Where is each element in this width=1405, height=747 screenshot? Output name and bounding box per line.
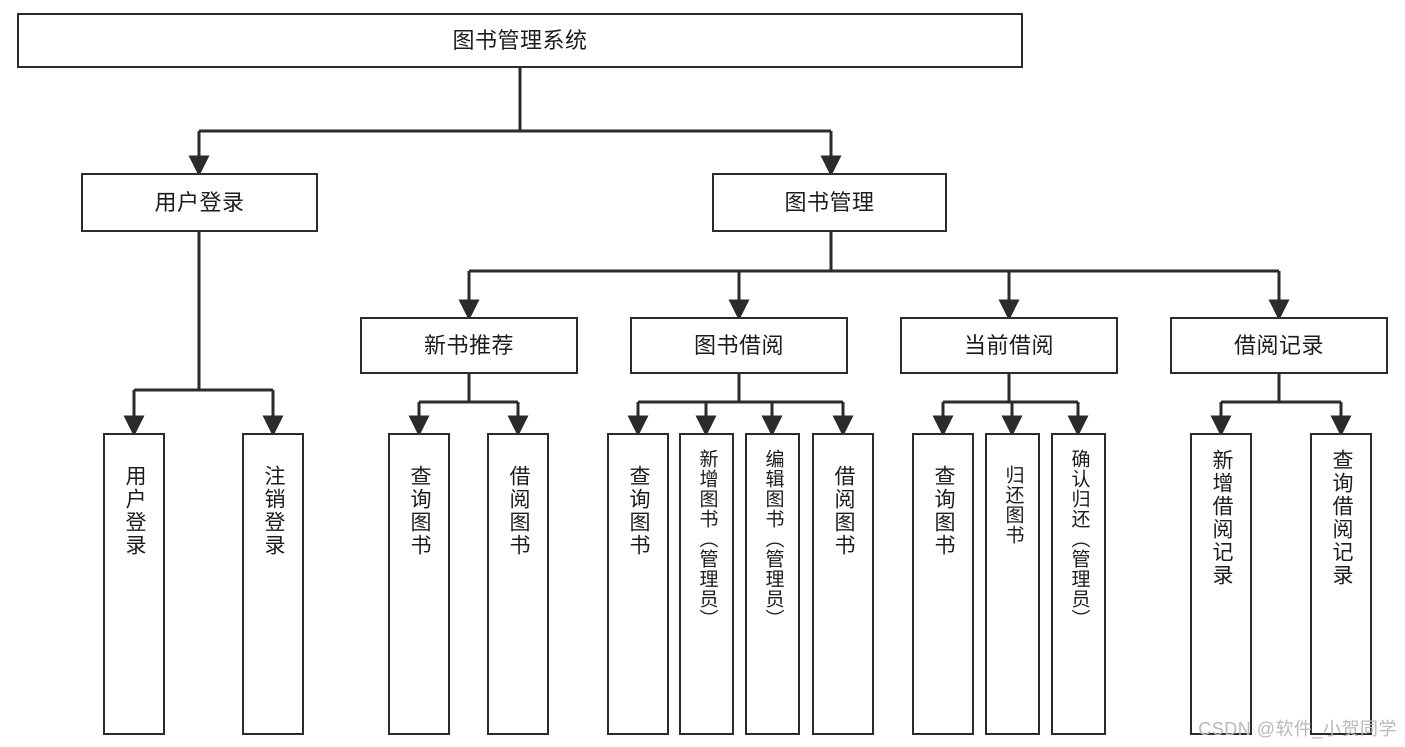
node-leaf-logout-login-label: 注销登录 [262, 465, 286, 557]
node-leaf-query-borrow-record-label: 查询借阅记录 [1330, 449, 1354, 587]
node-user-login[interactable]: 用户登录 [81, 173, 318, 232]
node-leaf-add-borrow-record[interactable]: 新增借阅记录 [1190, 433, 1252, 735]
node-new-book-recommend-label: 新书推荐 [423, 332, 514, 358]
node-leaf-query-book-current[interactable]: 查询图书 [912, 433, 974, 735]
node-leaf-borrow-book-label: 借阅图书 [832, 465, 856, 557]
node-leaf-query-book-borrow-label: 查询图书 [627, 465, 651, 557]
node-root[interactable]: 图书管理系统 [17, 13, 1023, 68]
node-leaf-borrow-book[interactable]: 借阅图书 [812, 433, 874, 735]
node-leaf-add-book[interactable]: 新增图书（管理员） [679, 433, 734, 735]
node-root-label: 图书管理系统 [452, 27, 588, 53]
node-leaf-borrow-book-recommend-label: 借阅图书 [507, 465, 531, 557]
node-leaf-return-book[interactable]: 归还图书 [985, 433, 1040, 735]
node-current-borrow[interactable]: 当前借阅 [900, 317, 1118, 374]
node-leaf-user-login[interactable]: 用户登录 [103, 433, 165, 735]
node-book-manage[interactable]: 图书管理 [712, 173, 947, 232]
node-leaf-edit-book-label: 编辑图书（管理员） [762, 449, 784, 629]
node-book-borrow[interactable]: 图书借阅 [630, 317, 848, 374]
node-leaf-query-borrow-record[interactable]: 查询借阅记录 [1310, 433, 1372, 735]
node-leaf-edit-book[interactable]: 编辑图书（管理员） [745, 433, 800, 735]
node-borrow-record-label: 借阅记录 [1233, 332, 1324, 358]
node-leaf-add-book-label: 新增图书（管理员） [696, 449, 718, 629]
node-borrow-record[interactable]: 借阅记录 [1170, 317, 1388, 374]
node-leaf-add-borrow-record-label: 新增借阅记录 [1210, 449, 1234, 587]
node-leaf-confirm-return-label: 确认归还（管理员） [1068, 449, 1090, 629]
node-leaf-query-book-current-label: 查询图书 [932, 465, 956, 557]
node-leaf-logout-login[interactable]: 注销登录 [242, 433, 304, 735]
node-leaf-confirm-return[interactable]: 确认归还（管理员） [1051, 433, 1106, 735]
node-new-book-recommend[interactable]: 新书推荐 [360, 317, 578, 374]
node-leaf-user-login-label: 用户登录 [123, 465, 147, 557]
node-user-login-label: 用户登录 [154, 189, 245, 215]
node-leaf-query-book-recommend[interactable]: 查询图书 [388, 433, 450, 735]
node-leaf-query-book-borrow[interactable]: 查询图书 [607, 433, 669, 735]
node-book-borrow-label: 图书借阅 [693, 332, 784, 358]
node-book-manage-label: 图书管理 [784, 189, 875, 215]
node-leaf-query-book-recommend-label: 查询图书 [408, 465, 432, 557]
node-leaf-return-book-label: 归还图书 [1002, 465, 1024, 545]
node-current-borrow-label: 当前借阅 [963, 332, 1054, 358]
node-leaf-borrow-book-recommend[interactable]: 借阅图书 [487, 433, 549, 735]
